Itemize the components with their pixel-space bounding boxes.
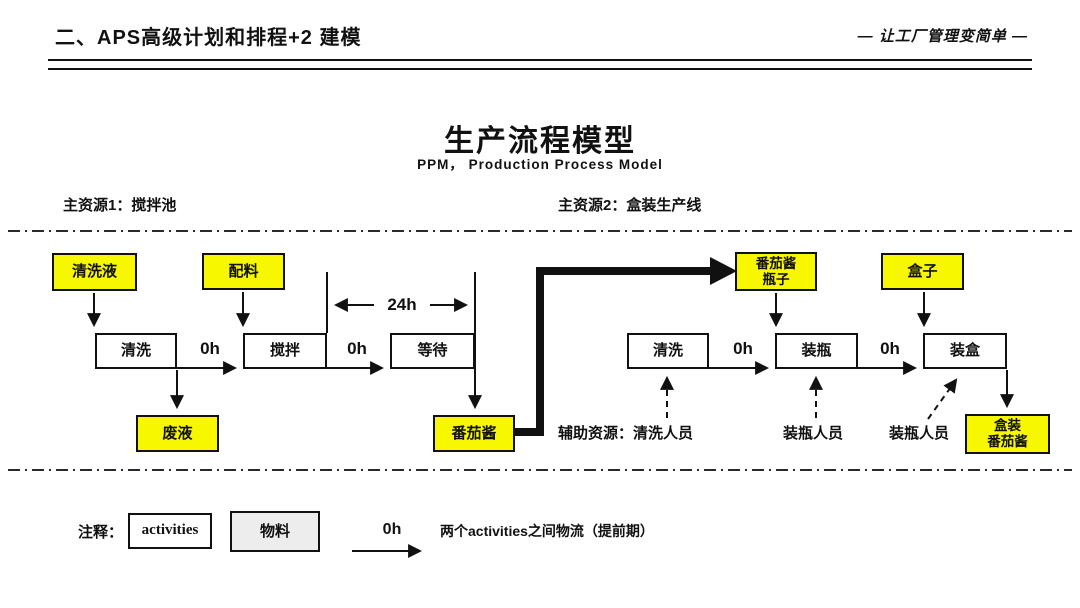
resource-1-label: 主资源1：搅拌池 xyxy=(63,197,177,214)
activity-wash-1: 清洗 xyxy=(95,333,177,369)
diagram-subtitle: PPM， Production Process Model xyxy=(417,157,663,172)
duration-wait-24h: 24h xyxy=(387,295,417,314)
divider-top xyxy=(8,230,1072,232)
material-tomato-sauce: 番茄酱 xyxy=(433,415,515,452)
resource-2-label: 主资源2：盒装生产线 xyxy=(558,197,702,214)
dashed-aux-arrows xyxy=(660,375,958,420)
activity-fill-box: 装盒 xyxy=(923,333,1007,369)
activity-mix: 搅拌 xyxy=(243,333,327,369)
material-waste-liquid: 废液 xyxy=(136,415,219,452)
aux-bottling-staff-2: 装瓶人员 xyxy=(889,425,950,442)
diagram-title: 生产流程模型 xyxy=(444,125,636,158)
page-title: 二、APS高级计划和排程+2 建模 xyxy=(55,27,362,49)
leadtime-fill-box: 0h xyxy=(880,339,900,358)
legend-activities-box: activities xyxy=(128,513,212,549)
material-boxed-sauce: 盒装 番茄酱 xyxy=(965,414,1050,454)
leadtime-mix-wait: 0h xyxy=(347,339,367,358)
aux-bottling-staff-1: 装瓶人员 xyxy=(783,425,844,442)
legend-material-box: 物料 xyxy=(230,511,320,552)
activity-fill-bottle: 装瓶 xyxy=(775,333,858,369)
leadtime-wash2-fill: 0h xyxy=(733,339,753,358)
material-sauce-bottle: 番茄酱 瓶子 xyxy=(735,252,817,291)
material-cleaning-liquid: 清洗液 xyxy=(52,253,137,291)
divider-bottom xyxy=(8,469,1072,471)
leadtime-wash-mix: 0h xyxy=(200,339,220,358)
material-box: 盒子 xyxy=(881,253,964,290)
legend-description: 两个activities之间物流（提前期） xyxy=(440,523,654,539)
solid-arrows xyxy=(87,272,1014,558)
legend-arrow-label: 0h xyxy=(382,521,402,538)
arrow-bottlingstaff-to-fillbox xyxy=(927,378,958,420)
aux-cleaning-staff: 辅助资源：清洗人员 xyxy=(558,425,694,442)
material-ingredients: 配料 xyxy=(202,253,285,290)
header-double-rule xyxy=(48,59,1032,70)
activity-wash-2: 清洗 xyxy=(627,333,709,369)
activity-wait: 等待 xyxy=(390,333,475,369)
thick-arrow-head xyxy=(710,257,737,285)
page-tagline: — 让工厂管理变简单 — xyxy=(857,28,1028,45)
legend-label: 注释： xyxy=(78,524,124,541)
